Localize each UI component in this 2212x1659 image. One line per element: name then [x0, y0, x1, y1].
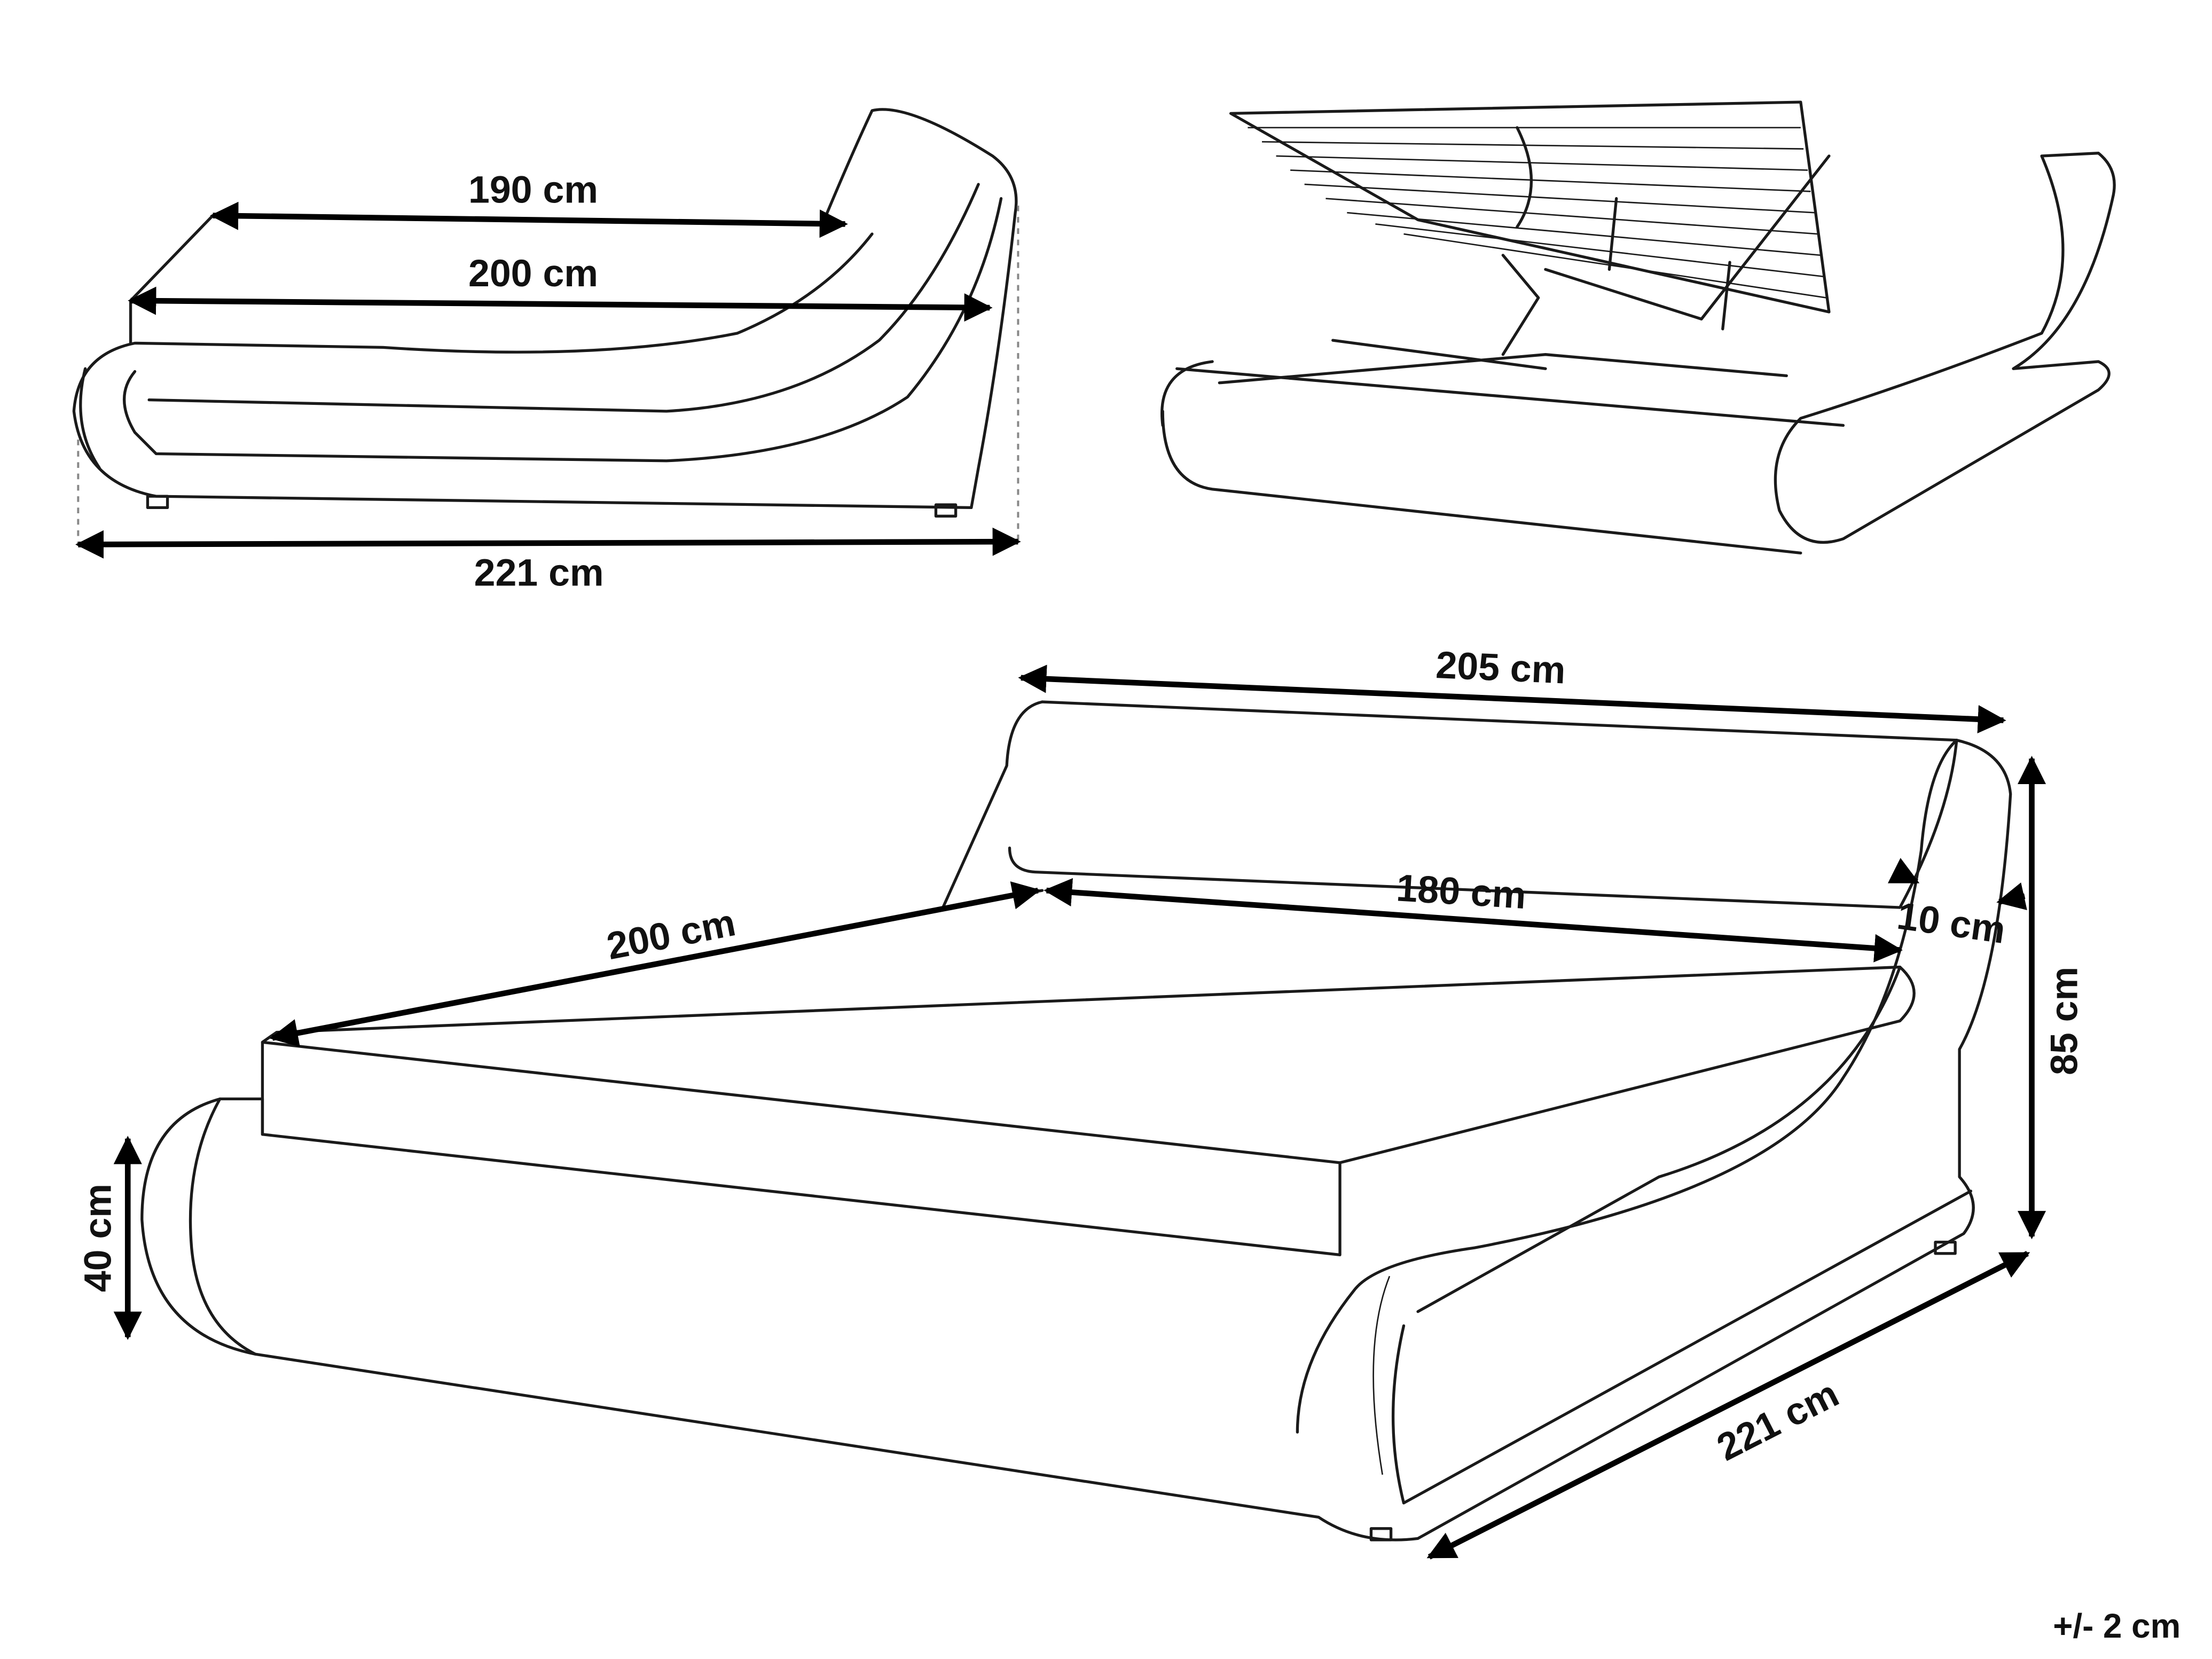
dim-arrow-200-main: [269, 881, 1041, 1047]
dim-label-221-main: 221 cm: [1711, 1372, 1846, 1469]
dim-arrow-190: [210, 201, 848, 238]
dim-arrow-205: [1018, 664, 2006, 734]
dim-arrow-221-side: [75, 527, 1021, 559]
dim-label-10: 10 cm: [1895, 895, 2008, 952]
dim-arrow-10-left: [1887, 858, 1920, 885]
tolerance-note: +/- 2 cm: [2053, 1607, 2180, 1645]
side-view-dimensions: 190 cm 200 cm 221 cm: [75, 169, 1021, 594]
dim-label-205: 205 cm: [1435, 644, 1566, 692]
dim-arrow-221-main: [1426, 1251, 2030, 1560]
dim-label-190: 190 cm: [468, 169, 598, 212]
main-view-dimensions: 205 cm 180 cm 10 cm 200 cm 85 cm 40 cm 2…: [76, 644, 2085, 1560]
dim-label-200-main: 200 cm: [603, 901, 739, 968]
dim-arrow-200-side: [128, 286, 993, 322]
dim-label-200-side: 200 cm: [468, 252, 598, 295]
dim-label-221-side: 221 cm: [474, 551, 604, 594]
side-view-drawing: [72, 108, 1019, 546]
dim-arrow-180: [1044, 878, 1903, 962]
dim-label-40: 40 cm: [76, 1184, 119, 1292]
dim-label-180: 180 cm: [1395, 866, 1527, 917]
main-perspective-drawing: [140, 700, 2012, 1541]
dim-arrow-10-right: [1996, 882, 2027, 910]
storage-open-view-drawing: [1160, 100, 2116, 554]
dim-label-85: 85 cm: [2043, 967, 2085, 1075]
